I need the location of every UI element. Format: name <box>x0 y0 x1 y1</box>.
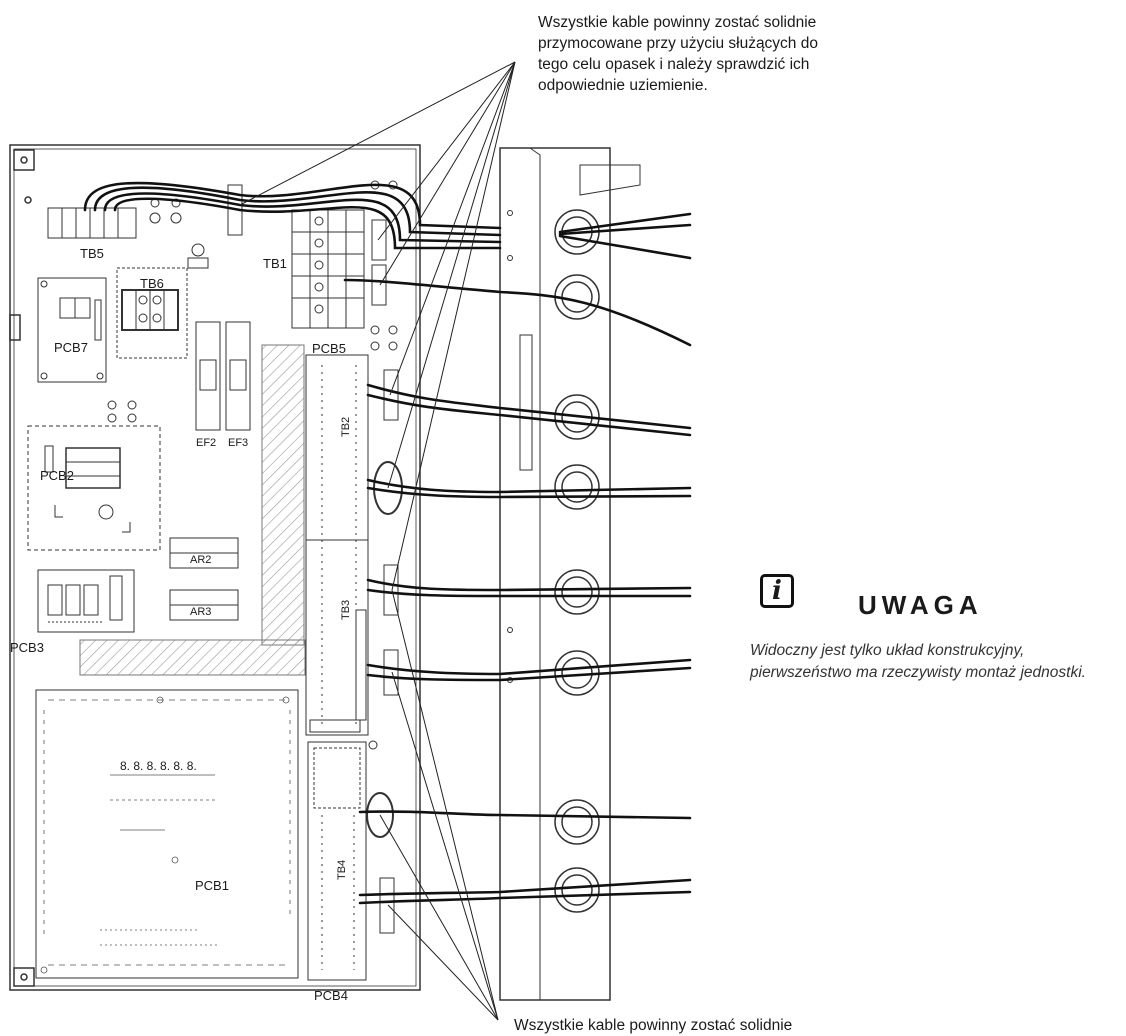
pcb2-board <box>27 425 161 551</box>
label-ar3: AR3 <box>190 606 211 618</box>
hatched-area-vertical <box>261 344 305 646</box>
cable-glands <box>554 209 600 913</box>
label-pcb4: PCB4 <box>314 988 348 1003</box>
ar-relays <box>169 537 239 621</box>
label-tb6: TB6 <box>140 276 164 291</box>
side-plate <box>499 147 641 1001</box>
note-bottom: Wszystkie kable powinny zostać solidnie <box>514 1017 793 1034</box>
label-ar2: AR2 <box>190 554 211 566</box>
cable-bundles <box>83 181 692 905</box>
tb4-strip <box>307 740 378 981</box>
label-pcb3: PCB3 <box>10 640 44 655</box>
tb5-terminal <box>47 198 182 239</box>
label-pcb2: PCB2 <box>40 468 74 483</box>
label-tb5: TB5 <box>80 246 104 261</box>
label-tb2: TB2 <box>340 417 352 437</box>
pcb1-board <box>35 689 299 979</box>
cable-clamps <box>227 184 403 934</box>
label-pcb5: PCB5 <box>312 341 346 356</box>
control-panel <box>9 144 421 991</box>
pcb7-board <box>37 277 107 383</box>
uwaga-text: Widoczny jest tylko układ konstrukcyjny,… <box>750 642 1086 681</box>
tb1-terminal <box>291 180 398 351</box>
label-pcb7: PCB7 <box>54 340 88 355</box>
note-top: Wszystkie kable powinny zostać solidnie … <box>538 14 818 94</box>
tb6-terminal <box>116 267 188 359</box>
label-tb3: TB3 <box>340 600 352 620</box>
pcb3-board <box>37 569 135 633</box>
label-ef3: EF3 <box>228 437 248 449</box>
label-tb4: TB4 <box>336 860 348 880</box>
label-pcb1: PCB1 <box>195 878 229 893</box>
label-display: 8. 8. 8. 8. 8. 8. <box>120 759 197 773</box>
label-ef2: EF2 <box>196 437 216 449</box>
label-tb1: TB1 <box>263 256 287 271</box>
tb2-tb3-strip <box>305 354 369 736</box>
ground-screws <box>107 243 209 423</box>
uwaga-title: UWAGA <box>858 590 983 620</box>
info-icon: i <box>760 574 794 608</box>
leader-lines <box>239 61 516 1021</box>
ef2-ef3-fuses <box>195 321 251 431</box>
hatched-area-horizontal <box>79 639 306 676</box>
